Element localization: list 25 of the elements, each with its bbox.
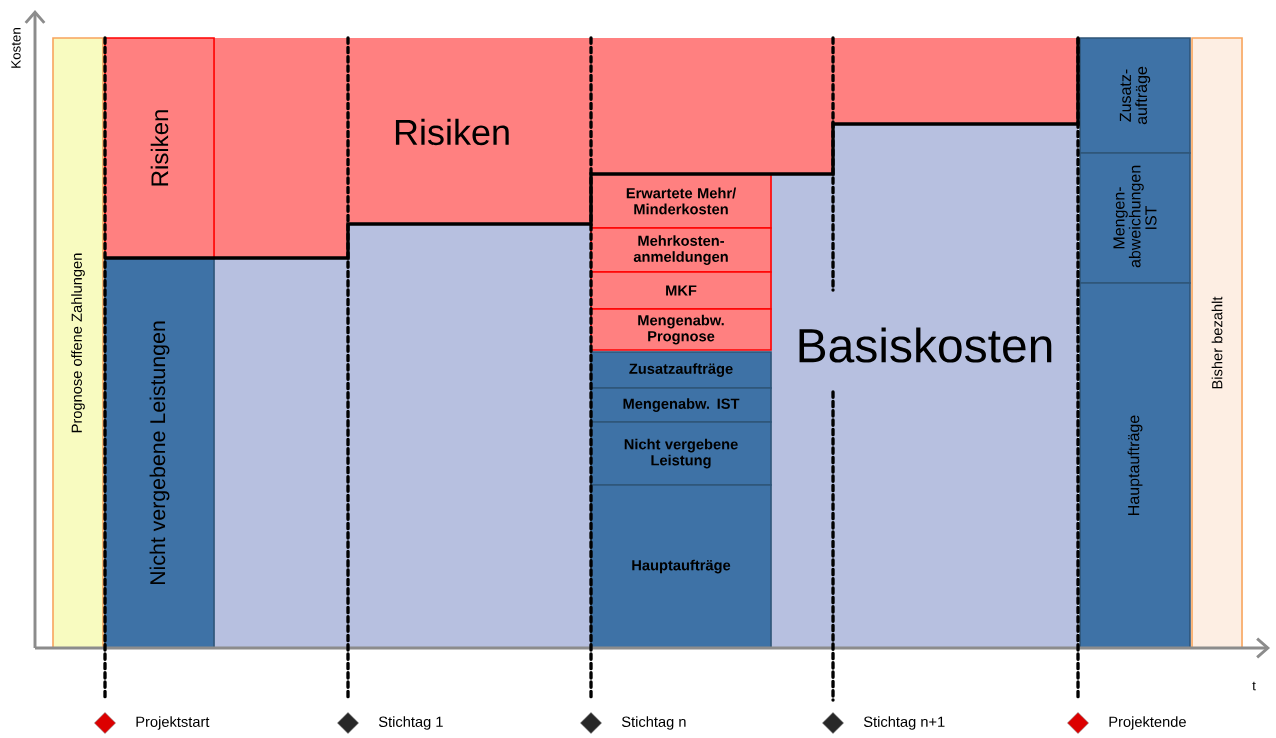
milestone-label: Projektende: [1109, 716, 1186, 730]
cost-box: Mengen- abweichungen IST: [1079, 152, 1191, 284]
milestone-diamond: [1067, 712, 1089, 734]
milestone-diamond: [94, 712, 116, 734]
risk-box: Mengenabw. Prognose: [590, 308, 772, 351]
risk-box: Erwartete Mehr/ Minderkosten: [590, 173, 772, 229]
milestone-label: Stichtag n: [621, 716, 686, 730]
risk-box: MKF: [590, 271, 772, 310]
cost-box: Mengenabw. IST: [590, 387, 772, 423]
risk-box: Risiken: [104, 37, 215, 259]
milestone-label: Projektstart: [136, 716, 210, 730]
cost-box: Zusatzaufträge: [590, 351, 772, 389]
milestone-label: Stichtag n+1: [863, 716, 945, 730]
milestone-label: Stichtag 1: [378, 716, 443, 730]
risk-box: Mehrkosten- anmeldungen: [590, 227, 772, 273]
cost-box: Nicht vergebene Leistung: [590, 421, 772, 486]
payment-band: Prognose offene Zahlungen: [52, 37, 104, 649]
milestone-diamond: [822, 712, 844, 734]
axis-label: t: [1252, 681, 1256, 691]
cost-box: Nicht vergebene Leistungen: [104, 257, 215, 649]
milestone-diamond: [580, 712, 602, 734]
cost-box: Zusatz- aufträge: [1079, 37, 1191, 154]
axis-label: Kosten: [11, 28, 21, 68]
milestone-diamond: [337, 712, 359, 734]
paid-band: Bisher bezahlt: [1191, 37, 1243, 649]
